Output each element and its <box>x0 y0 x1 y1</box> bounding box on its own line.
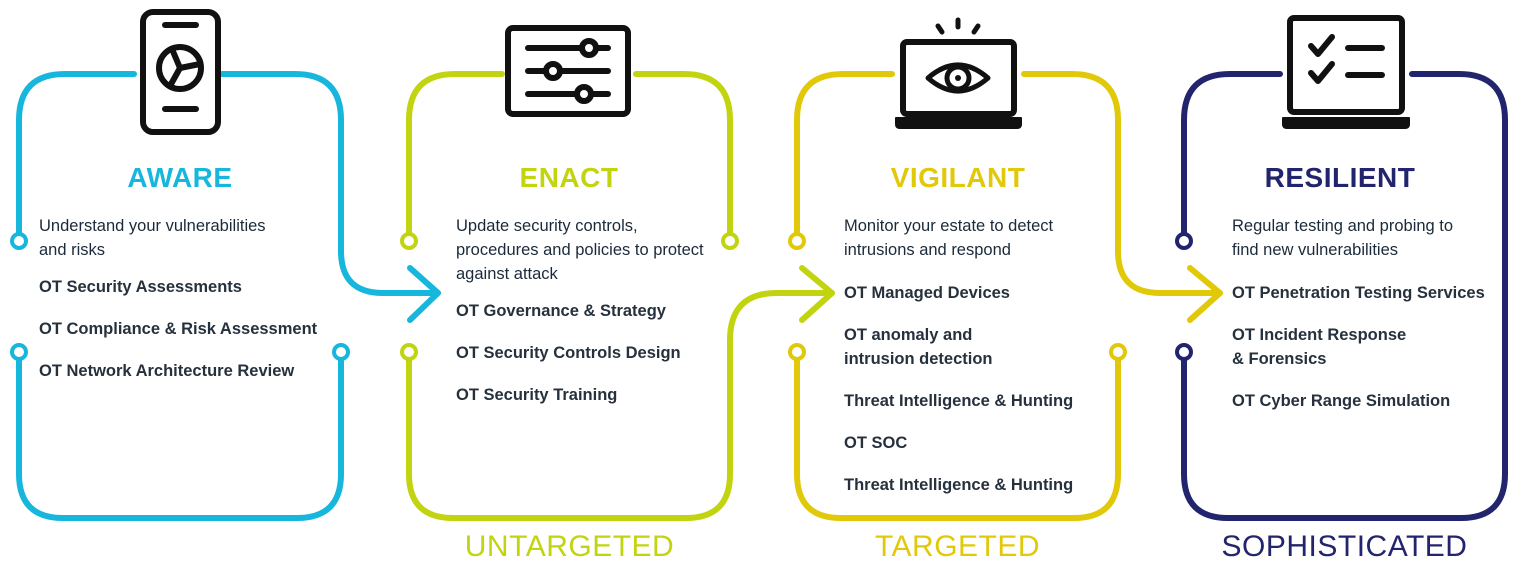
aware-frame <box>16 71 441 521</box>
service-item: OT SOC <box>844 434 908 452</box>
description-line: intrusions and respond <box>844 241 1011 259</box>
threat-level-untargeted: UNTARGETED <box>464 530 675 563</box>
service-item: OT anomaly and intrusion detection <box>844 326 993 368</box>
service-item: OT Cyber Range Simulation <box>1232 392 1451 410</box>
service-list-resilient: OT Penetration Testing Services OT Incid… <box>1232 281 1502 431</box>
description-line: Understand your vulnerabilities <box>39 217 266 235</box>
resilient-frame <box>1181 71 1508 521</box>
description-line: Monitor your estate to detect <box>844 217 1054 235</box>
enact-connector-dots <box>400 232 739 361</box>
smartphone-icon <box>140 9 221 135</box>
service-item: OT Security Assessments <box>39 278 242 296</box>
service-list-aware: OT Security Assessments OT Compliance & … <box>39 275 334 401</box>
service-item: OT Compliance & Risk Assessment <box>39 320 318 338</box>
threat-level-targeted: TARGETED <box>874 530 1041 563</box>
description-line: find new vulnerabilities <box>1232 241 1399 259</box>
service-item: OT Incident Response & Forensics <box>1232 326 1407 368</box>
stage-description-resilient: Regular testing and probing to find new … <box>1232 214 1500 262</box>
description-line: Regular testing and probing to <box>1232 217 1454 235</box>
stage-description-enact: Update security controls, procedures and… <box>456 214 726 286</box>
description-line: and risks <box>39 241 106 259</box>
service-item: OT Governance & Strategy <box>456 302 666 320</box>
stage-title-enact: ENACT <box>519 162 619 193</box>
aware-connector-dots <box>10 232 350 361</box>
service-item: Threat Intelligence & Hunting <box>844 392 1074 410</box>
service-item: OT Penetration Testing Services <box>1232 284 1485 302</box>
laptop-eye-icon <box>895 17 1022 129</box>
laptop-checklist-icon <box>1282 15 1410 129</box>
vigilant-frame <box>794 71 1223 521</box>
threat-level-sophisticated: SOPHISTICATED <box>1221 530 1468 563</box>
resilient-connector-dots <box>1175 232 1193 361</box>
stage-title-vigilant: VIGILANT <box>890 162 1026 193</box>
stage-description-aware: Understand your vulnerabilities and risk… <box>39 214 329 262</box>
stage-title-resilient: RESILIENT <box>1264 162 1416 193</box>
description-line: procedures and policies to protect <box>456 241 704 259</box>
description-line: against attack <box>456 265 558 283</box>
vigilant-connector-dots <box>788 232 1127 361</box>
service-list-enact: OT Governance & Strategy OT Security Con… <box>456 299 726 425</box>
enact-frame <box>406 71 835 521</box>
sliders-icon <box>505 25 631 117</box>
stage-title-aware: AWARE <box>127 162 233 193</box>
service-item: OT Security Controls Design <box>456 344 681 362</box>
service-item: Threat Intelligence & Hunting <box>844 476 1074 494</box>
description-line: Update security controls, <box>456 217 638 235</box>
service-item: OT Security Training <box>456 386 618 404</box>
stage-description-vigilant: Monitor your estate to detect intrusions… <box>844 214 1114 262</box>
service-item: OT Network Architecture Review <box>39 362 295 380</box>
service-item: OT Managed Devices <box>844 284 1010 302</box>
service-list-vigilant: OT Managed Devices OT anomaly and intrus… <box>844 281 1114 515</box>
